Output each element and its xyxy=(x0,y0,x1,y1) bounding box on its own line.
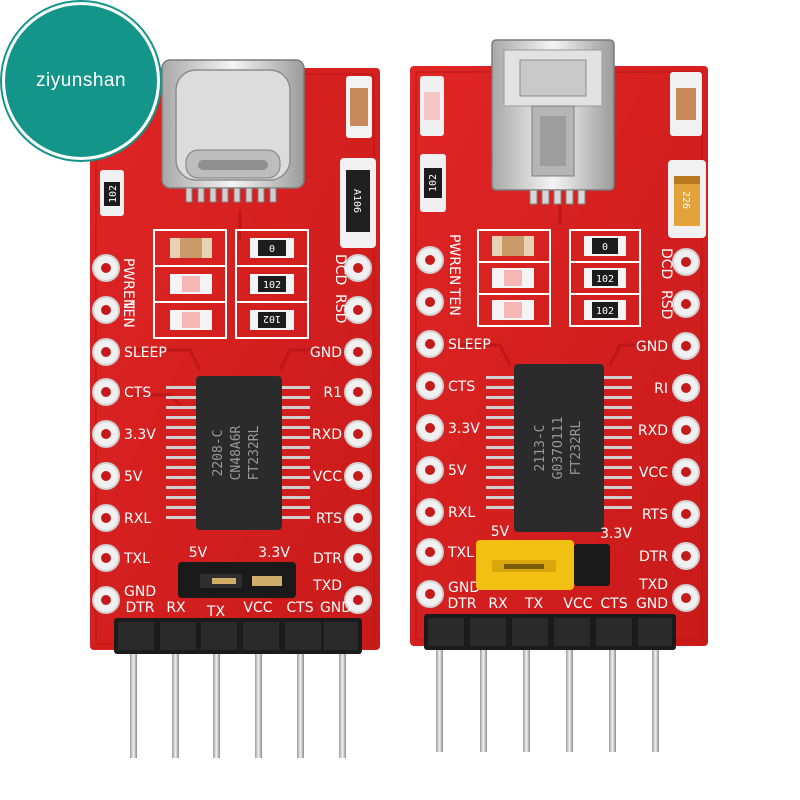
label-rsd: RSD xyxy=(332,294,348,323)
label-ri-b: RI xyxy=(654,381,668,397)
svg-text:CN48A6R: CN48A6R xyxy=(229,425,244,480)
svg-text:CTS: CTS xyxy=(286,600,313,616)
label-vcc: VCC xyxy=(313,469,342,485)
svg-text:TX: TX xyxy=(206,604,226,620)
label-5v-b: 5V xyxy=(448,463,467,479)
label-rxl-b: RXL xyxy=(448,505,475,521)
resistor-r1-right: 102 xyxy=(420,154,446,212)
ftdi-board-mini-usb: 102 226 0 102 10 xyxy=(410,39,708,752)
label-3v3-b: 3.3V xyxy=(448,421,480,437)
label-rts-b: RTS xyxy=(642,507,668,523)
svg-text:GND: GND xyxy=(636,596,668,612)
header-pins-right xyxy=(436,640,659,752)
svg-text:A106: A106 xyxy=(351,189,362,213)
label-txd-b: TXD xyxy=(638,577,668,593)
svg-text:102: 102 xyxy=(596,306,614,317)
svg-text:GND: GND xyxy=(320,600,352,616)
led-top-left xyxy=(420,76,444,136)
bottom-pin-labels-right: DTR RX TX VCC CTS GND xyxy=(447,596,668,612)
usb-c-connector xyxy=(161,59,305,203)
capacitor-top-right xyxy=(346,76,372,138)
svg-text:G037O111: G037O111 xyxy=(551,417,566,480)
label-gnd: GND xyxy=(124,584,156,600)
smd-component-block-right: 0 102 102 xyxy=(477,229,641,327)
svg-text:102: 102 xyxy=(263,313,281,324)
svg-text:RX: RX xyxy=(488,596,508,612)
header-pins-left xyxy=(130,640,346,758)
svg-text:FT232RL: FT232RL xyxy=(247,425,262,480)
label-gnd-right-b: GND xyxy=(636,339,668,355)
label-rxd: RXD xyxy=(312,427,342,443)
resistor-r1: 102 xyxy=(100,170,124,216)
label-rxd-b: RXD xyxy=(638,423,668,439)
label-3v3: 3.3V xyxy=(124,427,156,443)
label-dcd: DCD xyxy=(332,254,348,285)
voltage-jumper-right: 5V 3.3V xyxy=(476,524,632,590)
mini-usb-connector xyxy=(491,39,615,205)
label-rxl: RXL xyxy=(124,511,151,527)
svg-text:102: 102 xyxy=(108,185,119,203)
svg-text:TX: TX xyxy=(524,596,544,612)
label-5v: 5V xyxy=(124,469,143,485)
svg-text:102: 102 xyxy=(428,174,439,192)
smd-component-block-left: 0 102 102 xyxy=(153,229,309,339)
pcb-left xyxy=(90,68,380,650)
label-cts-b: CTS xyxy=(448,379,475,395)
label-cts: CTS xyxy=(124,385,151,401)
pin-labels-right-board: PWREN TEN SLEEP CTS 3.3V 5V RXL TXL GND … xyxy=(446,234,674,596)
ft232rl-chip-right: 2113-C G037O111 FT232RL xyxy=(486,364,632,532)
diode-a106: A106 xyxy=(340,158,376,248)
label-ten: TEN xyxy=(120,299,136,328)
svg-text:226: 226 xyxy=(680,191,691,209)
svg-text:0: 0 xyxy=(602,242,608,253)
label-txd: TXD xyxy=(312,578,342,594)
svg-text:2113-C: 2113-C xyxy=(533,425,548,472)
label-ten-b: TEN xyxy=(446,287,462,316)
label-txl: TXL xyxy=(123,551,150,567)
bottom-pin-labels-left: DTR RX TX VCC CTS GND xyxy=(125,600,352,620)
svg-text:FT232RL: FT232RL xyxy=(569,420,584,475)
svg-text:0: 0 xyxy=(269,244,275,255)
svg-text:102: 102 xyxy=(263,280,281,291)
label-txl-b: TXL xyxy=(447,545,474,561)
label-dtr-b: DTR xyxy=(639,549,668,565)
label-pwren: PWREN xyxy=(120,258,136,309)
watermark-badge: ziyunshan xyxy=(2,2,160,160)
capacitor-top-right-b xyxy=(670,72,702,136)
svg-text:2208-C: 2208-C xyxy=(211,430,226,477)
watermark-text: ziyunshan xyxy=(35,70,127,91)
jumper-label-5v-b: 5V xyxy=(491,524,510,540)
svg-text:VCC: VCC xyxy=(563,596,592,612)
svg-text:DTR: DTR xyxy=(125,600,154,616)
svg-text:102: 102 xyxy=(596,274,614,285)
label-pwren-b: PWREN xyxy=(446,234,462,285)
jumper-label-3v3: 3.3V xyxy=(258,545,290,561)
jumper-label-5v: 5V xyxy=(189,545,208,561)
label-sleep: SLEEP xyxy=(124,345,167,361)
svg-text:VCC: VCC xyxy=(243,600,272,616)
voltage-jumper-left: 5V 3.3V xyxy=(178,545,296,598)
label-rts: RTS xyxy=(316,511,342,527)
ftdi-board-type-c: 102 A106 0 102 xyxy=(90,59,380,758)
label-rsd-b: RSD xyxy=(658,290,674,319)
label-gnd-b: GND xyxy=(448,580,480,596)
svg-text:RX: RX xyxy=(166,600,186,616)
label-dtr: DTR xyxy=(313,551,342,567)
label-vcc-b: VCC xyxy=(639,465,668,481)
tantalum-capacitor-226: 226 xyxy=(668,160,706,238)
ft232rl-chip-left: 2208-C CN48A6R FT232RL xyxy=(166,376,310,530)
jumper-label-3v3-b: 3.3V xyxy=(600,526,632,542)
pin-labels-left-board: PWREN TEN SLEEP CTS 3.3V 5V RXL TXL GND … xyxy=(120,254,348,600)
label-dcd-b: DCD xyxy=(658,248,674,279)
label-gnd-right: GND xyxy=(310,345,342,361)
pcb-right xyxy=(410,66,708,646)
label-sleep-b: SLEEP xyxy=(448,337,491,353)
label-r1: R1 xyxy=(323,385,342,401)
svg-text:CTS: CTS xyxy=(600,596,627,612)
svg-text:DTR: DTR xyxy=(447,596,476,612)
